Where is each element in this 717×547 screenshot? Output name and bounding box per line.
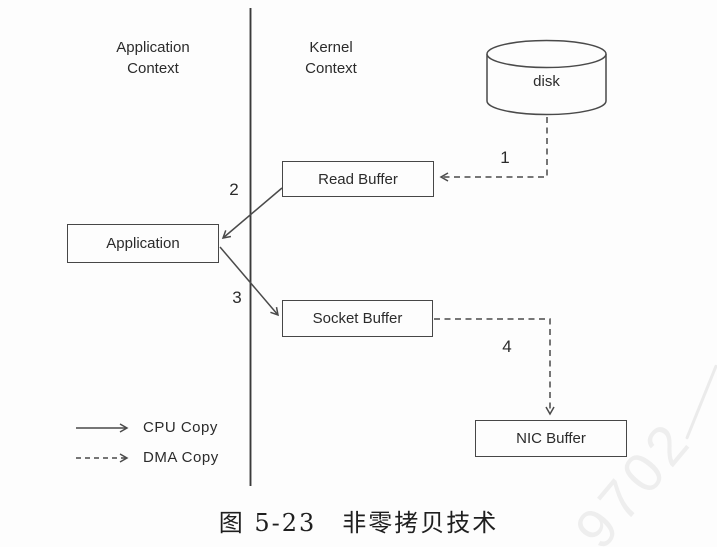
read-buffer-label: Read Buffer — [318, 170, 398, 188]
disk-node-label: disk — [533, 73, 560, 90]
disk-cylinder-shape — [486, 39, 607, 116]
read-buffer-node: Read Buffer — [282, 161, 434, 197]
step-4-number: 4 — [502, 337, 512, 356]
step-2-number: 2 — [229, 180, 239, 199]
socket-buffer-label: Socket Buffer — [312, 310, 403, 327]
nic-buffer-label: NIC Buffer — [516, 430, 586, 447]
step-1-number: 1 — [500, 148, 510, 167]
application-context-line1: Application — [116, 39, 190, 56]
arrow-step-2-cpu — [221, 187, 283, 239]
kernel-context-label: Kernel Context — [266, 37, 396, 79]
nic-buffer-node: NIC Buffer — [475, 420, 627, 457]
socket-buffer-node: Socket Buffer — [282, 300, 433, 337]
kernel-context-line2: Context — [305, 60, 357, 77]
legend-cpu-copy-label: CPU Copy — [143, 419, 218, 436]
figure-caption: 图 5-23 非零拷贝技术 — [218, 509, 499, 537]
application-context-line2: Context — [127, 60, 179, 77]
arrow-step-3-cpu — [219, 246, 279, 317]
arrow-step-1-dma — [439, 117, 548, 182]
application-node: Application — [67, 224, 219, 263]
legend-dma-copy-label: DMA Copy — [143, 449, 219, 466]
kernel-context-line1: Kernel — [309, 39, 353, 56]
application-label: Application — [106, 235, 180, 252]
step-3-number: 3 — [232, 288, 242, 307]
arrow-step-4-dma — [434, 318, 555, 416]
application-context-label: Application Context — [88, 37, 218, 79]
